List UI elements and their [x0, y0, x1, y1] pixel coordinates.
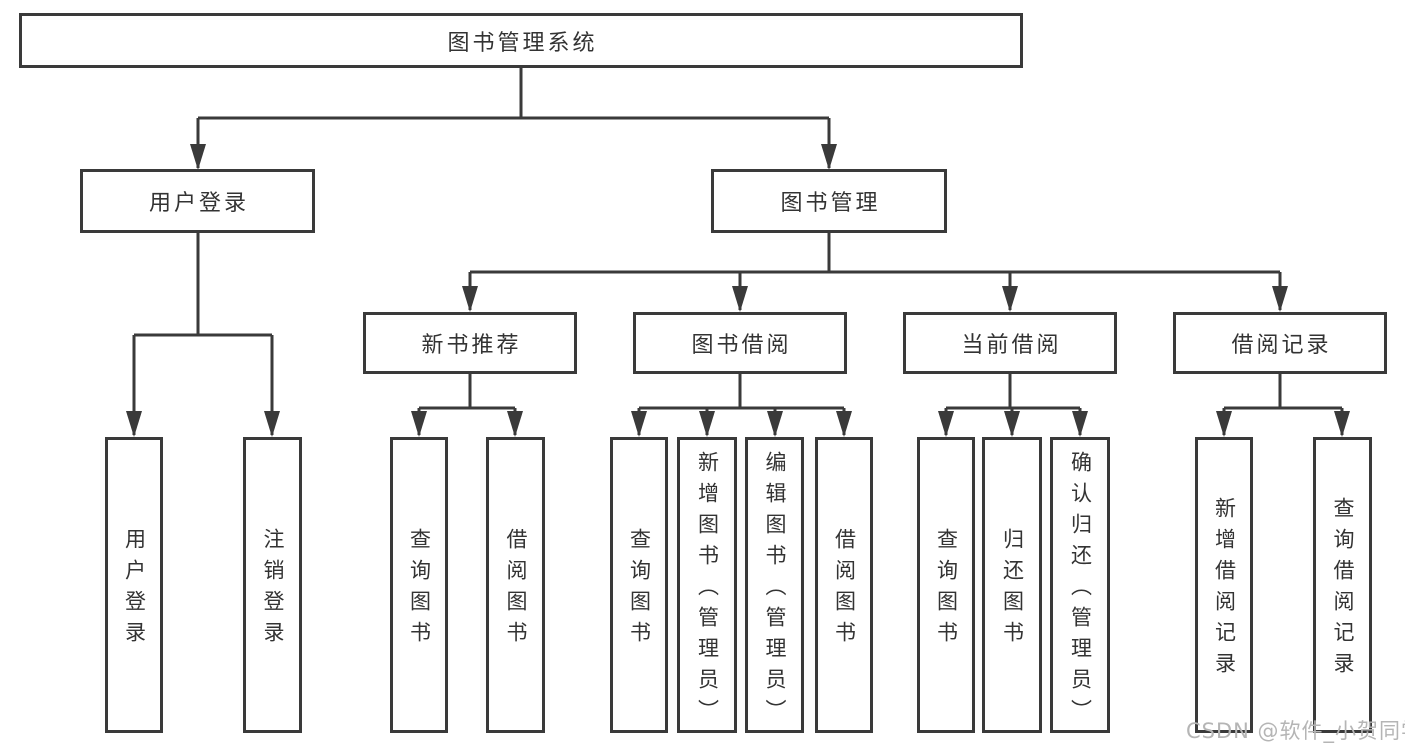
- node-label: 新书推荐: [421, 333, 522, 358]
- arrowheads: [126, 144, 1350, 437]
- node-label: 新增图书（管理员）: [695, 450, 720, 730]
- node-label: 编辑图书（管理员）: [763, 450, 788, 730]
- node-label: 查询图书: [627, 528, 652, 652]
- leaf-user-login: 用户登录: [105, 437, 163, 733]
- node-label: 用户登录: [122, 528, 147, 652]
- leaf-add-book-admin: 新增图书（管理员）: [677, 437, 737, 733]
- node-label: 借阅记录: [1231, 333, 1332, 358]
- node-book-management: 图书管理: [711, 169, 947, 233]
- leaf-borrow-books-borrowing: 借阅图书: [815, 437, 873, 733]
- leaf-edit-book-admin: 编辑图书（管理员）: [745, 437, 804, 733]
- node-label: 注销登录: [261, 528, 286, 652]
- node-label: 借阅图书: [504, 528, 529, 652]
- node-current-borrowing: 当前借阅: [903, 312, 1117, 374]
- node-label: 当前借阅: [961, 333, 1062, 358]
- leaf-return-book: 归还图书: [982, 437, 1042, 733]
- node-library-management-system: 图书管理系统: [19, 13, 1023, 68]
- leaf-logout: 注销登录: [243, 437, 302, 733]
- node-book-borrowing: 图书借阅: [633, 312, 847, 374]
- node-label: 新增借阅记录: [1212, 497, 1237, 683]
- leaf-query-books-borrowing: 查询图书: [610, 437, 668, 733]
- node-label: 查询图书: [934, 528, 959, 652]
- node-user-login: 用户登录: [80, 169, 315, 233]
- node-label: 借阅图书: [832, 528, 857, 652]
- node-label: 查询图书: [407, 528, 432, 652]
- leaf-query-books-current: 查询图书: [917, 437, 975, 733]
- node-label: 图书管理系统: [447, 30, 598, 56]
- leaf-query-books-recommend: 查询图书: [390, 437, 448, 733]
- node-label: 查询借阅记录: [1331, 497, 1356, 683]
- node-label: 确认归还（管理员）: [1068, 450, 1093, 730]
- node-new-book-recommendation: 新书推荐: [363, 312, 577, 374]
- leaf-borrow-books-recommend: 借阅图书: [486, 437, 545, 733]
- node-label: 图书借阅: [691, 333, 792, 358]
- leaf-confirm-return-admin: 确认归还（管理员）: [1050, 437, 1110, 733]
- node-label: 用户登录: [148, 191, 249, 216]
- node-label: 图书管理: [780, 191, 881, 216]
- node-label: 归还图书: [1000, 528, 1025, 652]
- watermark: CSDN @软件_小贺同学: [1186, 719, 1405, 743]
- leaf-query-borrow-record: 查询借阅记录: [1313, 437, 1372, 733]
- leaf-add-borrow-record: 新增借阅记录: [1195, 437, 1253, 733]
- node-borrowing-records: 借阅记录: [1173, 312, 1387, 374]
